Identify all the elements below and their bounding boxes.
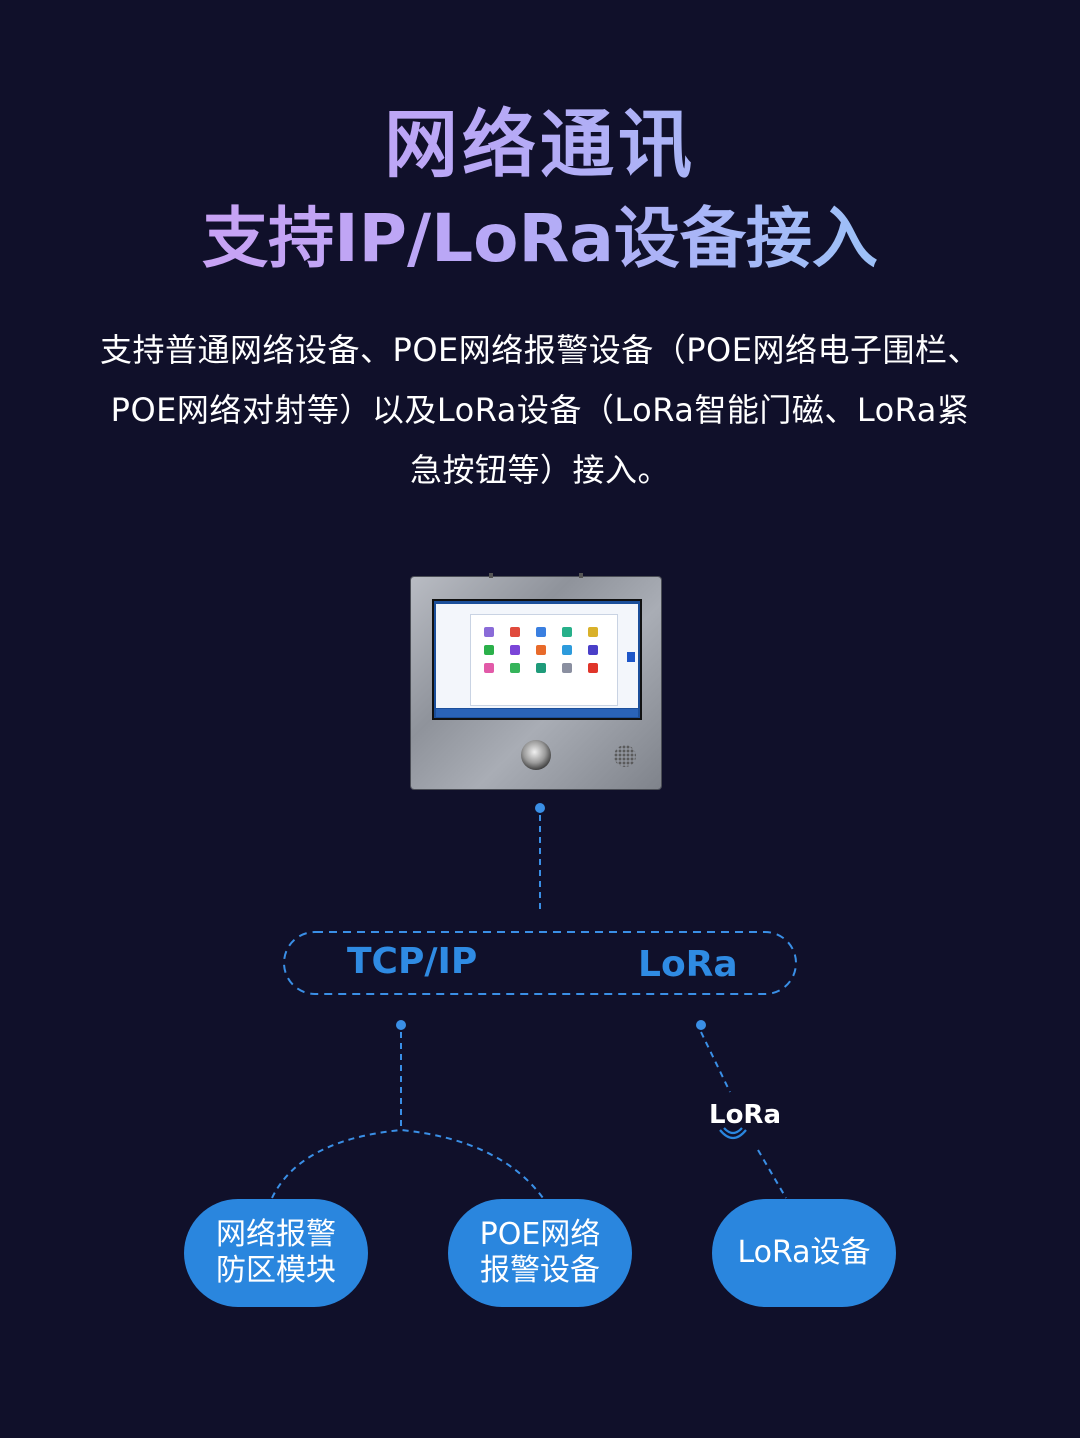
lora-wave-icon xyxy=(719,1127,747,1140)
connector-dot xyxy=(535,803,545,813)
lora-logo: LoRa xyxy=(709,1100,781,1130)
app-icon xyxy=(536,663,546,673)
app-icon xyxy=(562,645,572,655)
antenna-connector xyxy=(489,573,493,578)
node-label: 网络报警防区模块 xyxy=(216,1217,336,1288)
screen-taskbar xyxy=(436,709,638,717)
lora-branch-line-lower xyxy=(757,1149,787,1199)
app-icon xyxy=(484,663,494,673)
protocol-label-lora: LoRa xyxy=(638,944,738,985)
node-label: LoRa设备 xyxy=(737,1235,871,1270)
app-icon xyxy=(562,627,572,637)
device-screen xyxy=(432,599,642,720)
protocol-box xyxy=(283,931,797,995)
speaker-grill xyxy=(614,745,636,767)
node-network-alarm-zone-module: 网络报警防区模块 xyxy=(184,1199,368,1307)
connector-dot xyxy=(696,1020,706,1030)
page-title: 网络通讯 xyxy=(0,100,1080,190)
page-subtitle: 支持IP/LoRa设备接入 xyxy=(0,195,1080,283)
node-lora-device: LoRa设备 xyxy=(712,1199,896,1307)
tcpip-split-arc xyxy=(271,1128,544,1199)
app-icon xyxy=(562,663,572,673)
app-icon xyxy=(588,645,598,655)
antenna-connector xyxy=(579,573,583,578)
app-icon xyxy=(510,645,520,655)
screen-side-button xyxy=(627,652,635,662)
control-panel-device xyxy=(411,573,661,789)
app-icon xyxy=(484,627,494,637)
screen-software-ui xyxy=(436,604,638,708)
node-label: POE网络报警设备 xyxy=(479,1217,601,1288)
screen-app-grid xyxy=(479,627,609,673)
app-icon xyxy=(536,645,546,655)
connector-dot xyxy=(396,1020,406,1030)
lora-branch-line-upper xyxy=(700,1031,731,1093)
app-icon xyxy=(484,645,494,655)
app-icon xyxy=(588,663,598,673)
app-icon xyxy=(588,627,598,637)
app-icon xyxy=(536,627,546,637)
description-text: 支持普通网络设备、POE网络报警设备（POE网络电子围栏、POE网络对射等）以及… xyxy=(100,331,980,489)
node-poe-alarm-device: POE网络报警设备 xyxy=(448,1199,632,1307)
app-icon xyxy=(510,663,520,673)
screen-app-panel xyxy=(470,614,618,706)
protocol-label-tcpip: TCP/IP xyxy=(347,941,478,982)
app-icon xyxy=(510,627,520,637)
power-button xyxy=(521,740,551,770)
